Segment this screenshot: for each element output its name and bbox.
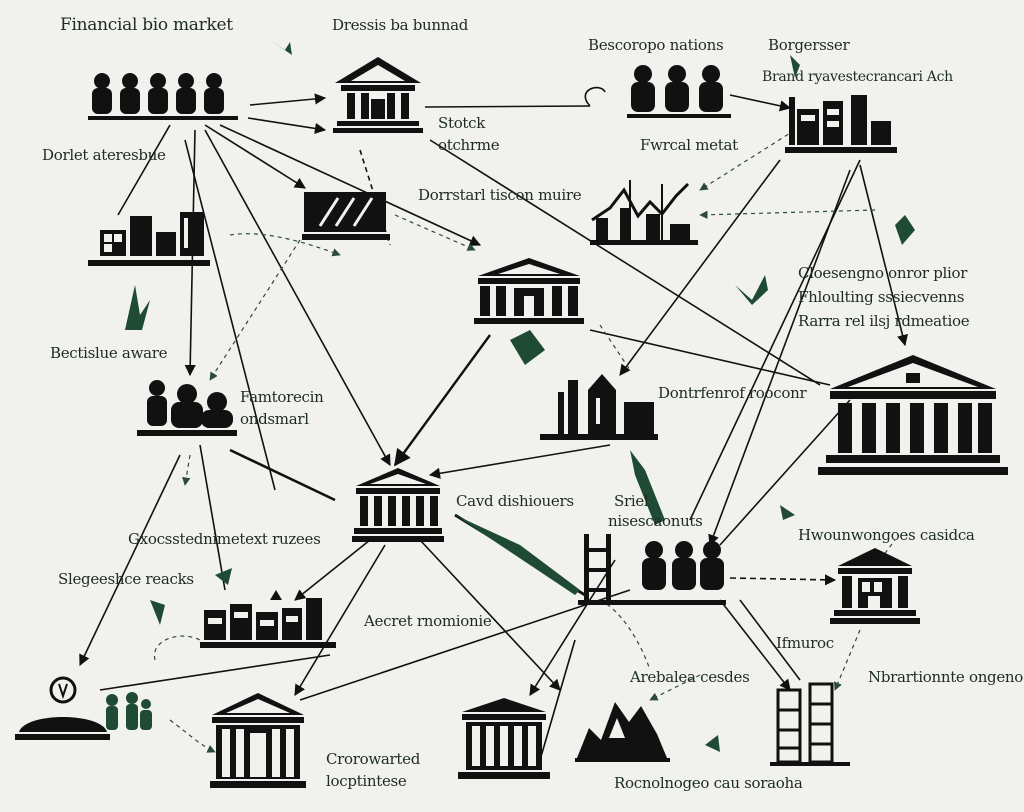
node-label: otchrme xyxy=(438,136,500,154)
globe-base-icon xyxy=(15,672,110,744)
city-skyline-icon xyxy=(540,372,658,444)
node-label: Bescoropo nations xyxy=(588,36,724,54)
warehouse-icon xyxy=(88,208,210,270)
node-label: Dontrfenrof rooconr xyxy=(658,384,807,402)
node-label: Dorrstarl tiscon muire xyxy=(418,186,582,204)
node-label: locptintese xyxy=(326,772,407,790)
node-label: Cloesengno onror plior xyxy=(798,264,968,282)
node-label: Fwrcal metat xyxy=(640,136,738,154)
node-label: Sriel xyxy=(614,492,649,510)
green-ink-marks xyxy=(125,40,915,752)
node-label: Slegeeshce reacks xyxy=(58,570,194,588)
mountain-crowd-icon xyxy=(575,688,670,768)
dashed-arrows xyxy=(153,129,896,753)
bank-building-icon xyxy=(474,258,584,326)
node-label: Aecret rnomionie xyxy=(364,612,492,630)
node-label: Dorlet ateresbue xyxy=(42,146,166,164)
node-label: Dressis ba bunnad xyxy=(332,16,469,34)
node-label: Financial bio market xyxy=(60,15,233,35)
people-group-icon xyxy=(137,378,237,440)
cargo-crate-icon xyxy=(302,188,390,243)
bank-building-icon xyxy=(210,693,306,791)
node-label: Arebalea cesdes xyxy=(630,668,750,686)
node-label: Hwounwongoes casidca xyxy=(798,526,975,544)
scaffold-people-icon xyxy=(578,528,728,608)
node-label: ondsmarl xyxy=(240,410,309,428)
people-group-icon xyxy=(88,70,243,125)
small-figures-icon xyxy=(100,690,155,740)
node-label: Stotck xyxy=(438,114,486,132)
bank-building-icon xyxy=(352,468,444,546)
node-label: Brand ryavestecrancari Ach xyxy=(762,69,953,85)
people-group-icon xyxy=(625,62,735,122)
parthenon-icon xyxy=(818,355,1008,485)
node-label: Borgersser xyxy=(768,36,850,54)
node-label: Fhloulting sssiecvenns xyxy=(798,288,965,306)
node-label: Nbrartionnte ongeno xyxy=(868,668,1024,686)
node-label: Rarra rel ilsj rdmeatioe xyxy=(798,312,970,330)
bank-building-icon xyxy=(458,698,550,788)
node-label: Crorowarted xyxy=(326,750,421,768)
bank-building-icon xyxy=(830,548,920,628)
node-label: Rocnolnogeo cau soraoha xyxy=(614,774,803,792)
node-label: Gxocsstednimetext ruzees xyxy=(128,530,321,548)
factory-icon xyxy=(785,95,900,157)
node-label: Bectislue aware xyxy=(50,344,168,362)
node-label: Famtorecin xyxy=(240,388,324,406)
market-stalls-icon xyxy=(200,590,336,652)
scaffold-tower-icon xyxy=(770,680,855,770)
node-label: Ifmuroc xyxy=(776,634,834,652)
node-label: Cavd dishiouers xyxy=(456,492,574,510)
trend-chart-icon xyxy=(590,180,700,250)
bank-building-icon xyxy=(333,55,423,135)
node-label: nisescaonuts xyxy=(608,512,703,530)
